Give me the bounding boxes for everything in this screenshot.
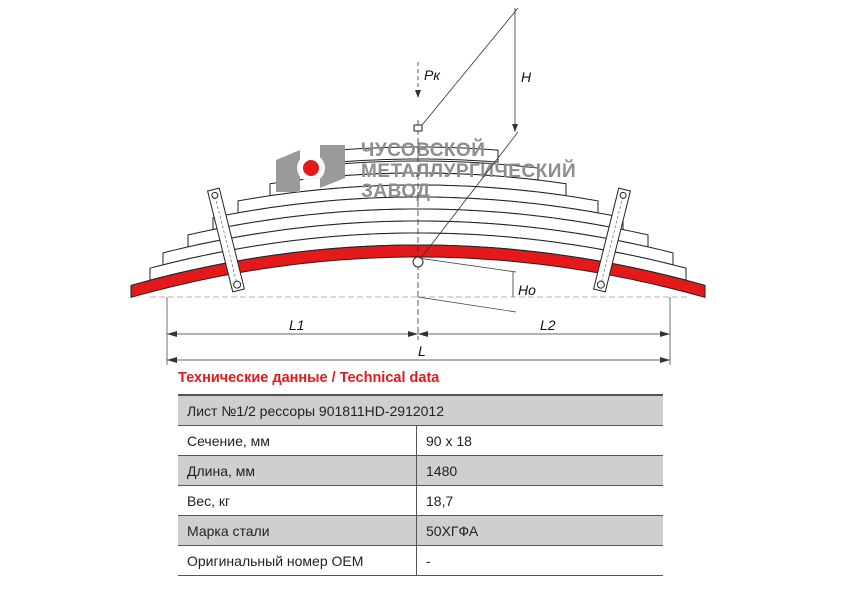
company-logo: ЧУСОВСКОЙ МЕТАЛЛУРГИЧЕСКИЙ ЗАВОД (276, 139, 576, 202)
spring-leaves (130, 146, 706, 299)
technical-data-title: Технические данные / Technical data (178, 370, 440, 386)
row-value: - (416, 545, 663, 576)
row-label: Марка стали (178, 515, 417, 546)
row-label: Длина, мм (178, 455, 417, 486)
label-pk: Рк (424, 67, 441, 83)
logo-red-dot (303, 160, 319, 176)
row-label: Сечение, мм (178, 425, 417, 456)
logo-line-3: ЗАВОД (361, 181, 430, 202)
leaf-spring-drawing: ЧУСОВСКОЙ МЕТАЛЛУРГИЧЕСКИЙ ЗАВОД Рк H Ho… (130, 7, 706, 365)
label-h: H (521, 69, 532, 85)
row-value: 50ХГФА (416, 515, 663, 546)
label-l1: L1 (289, 317, 305, 333)
spring-leaf (337, 146, 499, 163)
row-value: 1480 (416, 455, 663, 486)
label-ho: Ho (518, 282, 536, 298)
technical-data-table: Лист №1/2 рессоры 901811HD-2912012 Сечен… (178, 394, 663, 576)
row-value: 90 x 18 (416, 425, 663, 456)
center-bolt (412, 256, 424, 268)
logo-line-2: МЕТАЛЛУРГИЧЕСКИЙ (361, 160, 576, 182)
top-bolt (413, 124, 423, 132)
row-label: Оригинальный номер OEM (178, 545, 417, 576)
left-clamp (206, 187, 246, 293)
table-header-row: Лист №1/2 рессоры 901811HD-2912012 (178, 394, 663, 426)
main-leaf (130, 244, 706, 299)
label-l: L (418, 343, 426, 359)
row-value: 18,7 (416, 485, 663, 516)
right-clamp (592, 187, 632, 293)
table-row: Оригинальный номер OEM- (178, 545, 663, 576)
table-header: Лист №1/2 рессоры 901811HD-2912012 (178, 394, 663, 426)
row-label: Вес, кг (178, 485, 417, 516)
label-l2: L2 (540, 317, 556, 333)
logo-line-1: ЧУСОВСКОЙ (361, 139, 485, 161)
